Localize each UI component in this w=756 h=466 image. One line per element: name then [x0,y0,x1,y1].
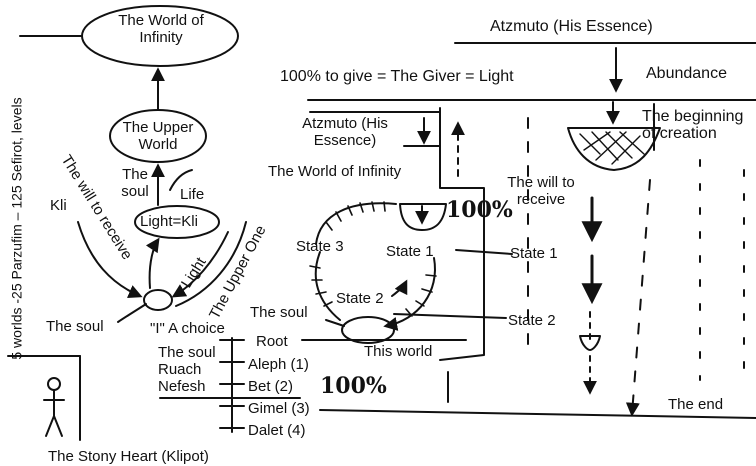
state-cycle-right [383,257,436,331]
state1-pointer [455,249,513,255]
atzmuto-mid-label: Atzmuto (His Essence) [302,115,388,149]
the-end-label: The end [668,396,724,413]
beginning-of-creation-label: The beginning of creation [642,108,744,142]
state-cycle-left-hatch [309,265,333,307]
state-1-left-label: State 1 [386,243,434,260]
light-arrow-curve [171,231,229,298]
the-soul-top-label: The soul [121,166,149,200]
the-soul-level-label: The soul [158,344,216,361]
vessel-hatching [579,131,645,165]
hundred-percent-right: 100% [446,197,513,223]
atzmuto-top-label: Atzmuto (His Essence) [490,18,653,35]
light-kli-ellipse [134,205,220,239]
state3-hatched-arc [315,202,397,245]
world-of-infinity-label: The World of Infinity [118,12,204,46]
stony-heart-label: The Stony Heart (Klipot) [48,448,209,465]
this-world-label: This world [364,343,433,360]
the-soul-right-label: The soul [250,304,308,321]
dash-col-b [625,179,651,417]
dalet-label: Dalet (4) [248,422,306,439]
soul-ellipse [341,316,395,344]
state-cycle-right-hatch [405,274,437,317]
gimel-label: Gimel (3) [248,400,310,417]
stick-figure-head [47,377,61,391]
state-1-right-label: State 1 [510,245,558,262]
ruach-label: Ruach [158,361,202,378]
levels-vertical-label: 5 worlds -25 Parzufim – 125 Sefirot, lev… [8,97,25,360]
state-cycle-left [314,251,341,321]
upper-one-curve [175,221,247,307]
nefesh-label: Nefesh [158,378,206,395]
aleph-label: Aleph (1) [248,356,309,373]
soul-to-root-line [117,303,147,323]
i-choice-label: "I" A choice [150,320,225,337]
state-2-right-label: State 2 [508,312,556,329]
bet-label: Bet (2) [248,378,294,395]
soul-pointer [325,319,345,327]
soul-to-lightkli-arrow [145,237,160,289]
giver-line-label: 100% to give = The Giver = Light [280,68,514,85]
state-3-label: State 3 [296,238,344,255]
light-kli-label: Light=Kli [140,213,198,230]
infinity-box [439,107,485,361]
stick-figure-leg-l [45,415,55,437]
upper-world-ellipse [109,109,207,163]
will-to-receive-right-label: The will to receive [507,174,575,208]
state-2-left-label: State 2 [336,290,384,307]
life-curve [169,169,193,191]
hundred-percent-left: 100% [320,373,387,399]
kli-label: Kli [50,197,67,214]
abundance-label: Abundance [646,65,727,82]
infinity-vessel [399,203,447,231]
root-label: Root [256,333,288,350]
the-soul-bottom-label: The soul [46,318,104,335]
stick-figure-leg-r [53,415,63,437]
life-label: Life [180,186,205,203]
world-of-infinity-right-label: The World of Infinity [268,163,402,180]
soul-point-ellipse [143,289,173,311]
state3-hatch-marks [325,201,386,231]
end-line [319,409,756,419]
upper-world-label: The Upper World [122,119,194,153]
will-cup [579,335,601,351]
state2-arrow [391,279,408,297]
will-to-receive-curve [77,221,143,299]
state2-pointer [393,313,507,319]
